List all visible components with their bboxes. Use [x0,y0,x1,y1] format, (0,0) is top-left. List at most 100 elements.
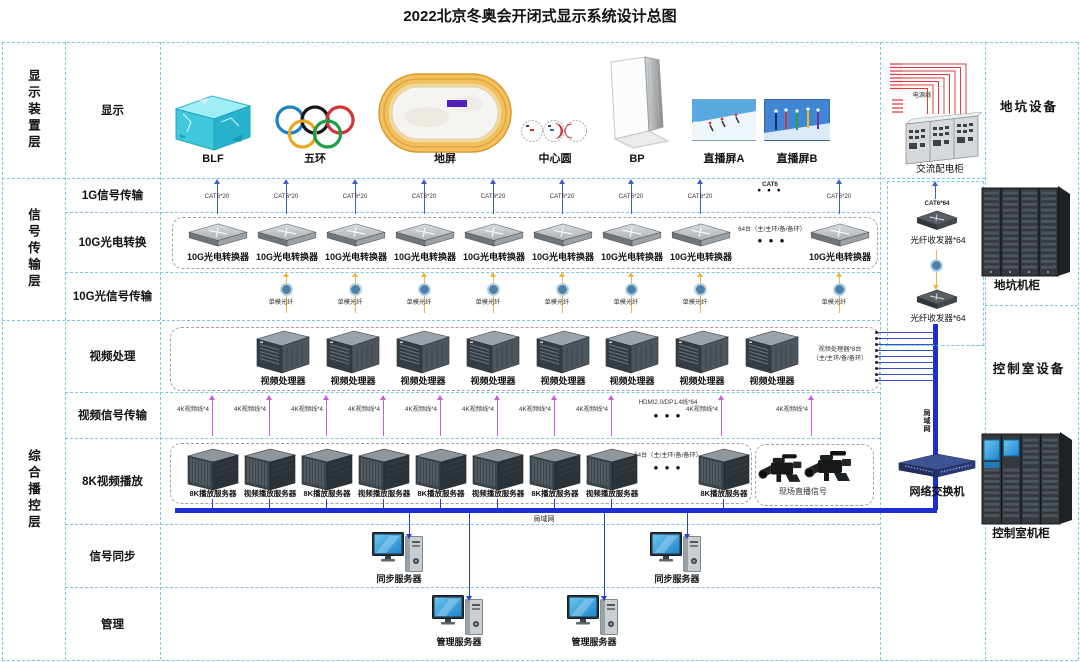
arrow-up-icon [493,395,500,400]
row-label-10g-conv: 10G光电转换 [78,237,147,249]
video-processor-label: 视频处理器 [609,376,655,386]
cat6-cable-label: CAT6*20 [549,193,575,200]
lan-line-dot-icon [875,330,878,334]
processor-count-note-line1: 视频处理器*8台 [818,346,862,353]
playback-server-label: 8K播放服务器 [189,489,237,498]
grid-line [65,524,880,525]
server-lan-line [611,499,612,509]
layer-label-transmission: 信号传输层 [2,178,65,320]
video-processor-label: 视频处理器 [470,376,516,386]
grid-line [1078,42,1079,660]
arrow-down-icon [466,596,472,601]
lan-trunk-label-text: 局域网 [923,409,930,433]
ac-cabinet-icon [904,110,982,168]
playback-server-group-box [170,443,752,504]
fiber-node-icon [835,285,844,294]
arrow-up-icon [208,395,215,400]
server-lan-line [440,499,441,509]
grid-line [160,42,161,660]
fiber-line [562,276,563,313]
4k-cable-line [383,399,384,436]
playback-server-icon [414,446,468,492]
processor-lan-line [878,368,934,369]
network-switch-label: 网络交换机 [909,486,965,498]
server-lan-line [212,499,213,509]
media-converter-icon [463,222,525,248]
fiber-transceiver-icon [916,288,958,310]
4k-cable-label: 4K视频线*4 [462,406,494,413]
cat6-cable-label: CAT6*20 [273,193,299,200]
display-label-rings: 五环 [304,153,326,165]
row-label-management: 管理 [101,618,124,631]
cat6-cable-line [700,184,701,214]
row-label-display: 显示 [101,105,124,117]
media-converter-label: 10G光电转换器 [600,252,663,262]
video-processor-icon [394,329,452,375]
playback-server-icon [528,446,582,492]
sync-server-icon [372,530,426,574]
lan-line-dot-icon [875,378,878,382]
arrow-up-icon [932,181,938,186]
cat6-cable-line [355,184,356,214]
display-label-center: 中心圆 [538,153,572,165]
4k-cable-label: 4K视频线*4 [291,406,323,413]
row-label-video-proc: 视频处理 [89,351,136,363]
playback-server-label: 视频播放服务器 [471,489,525,498]
cat6-uplink-line [935,186,936,199]
control-rack-icon [980,430,1074,526]
video-processor-label: 视频处理器 [330,376,376,386]
cat6-cable-line [631,184,632,214]
video-processor-label: 视频处理器 [749,376,795,386]
cat6-cable-label: CAT6*20 [480,193,506,200]
processor-lan-line [878,380,934,381]
lan-bus-label: 局域网 [533,516,555,523]
4k-cable-label: 4K视频线*4 [576,406,608,413]
4k-cable-label: 4K视频线*4 [776,406,808,413]
cat6-cable-line [286,184,287,214]
processor-lan-line [878,344,934,345]
processor-lan-line [878,356,934,357]
management-server-label: 管理服务器 [436,637,482,647]
sync-server-label: 同步服务器 [376,574,422,584]
media-converter-icon [325,222,387,248]
lan-line-dot-icon [875,360,878,364]
arrow-up-icon [436,395,443,400]
grid-line [2,320,880,321]
arrow-up-icon [489,179,496,184]
arrow-up-icon [379,395,386,400]
media-converter-label: 10G光电转换器 [186,252,249,262]
server-lan-line [269,499,270,509]
cat6-cable-label: CAT6*20 [618,193,644,200]
control-room-equipment-label: 控制室设备 [992,362,1066,376]
display-label-live-a: 直播屏A [703,153,745,165]
media-converter-icon [394,222,456,248]
processor-lan-line [878,350,934,351]
arrow-up-icon [558,272,565,277]
playback-server-icon [471,446,525,492]
playback-server-label: 视频播放服务器 [243,489,297,498]
playback-server-label: 视频播放服务器 [357,489,411,498]
processor-lan-line [878,338,934,339]
4k-cable-line [497,399,498,436]
media-converter-icon [532,222,594,248]
arrow-up-icon [282,272,289,277]
display-label-blf: BLF [202,153,224,165]
4k-cable-line [326,399,327,436]
layer-label-text: 综合播控层 [26,448,40,532]
lan-drop-line [687,513,688,535]
lan-line-dot-icon [875,348,878,352]
olympic-rings-icon [269,102,361,154]
grid-line [2,660,1078,661]
4k-cable-label: 4K视频线*4 [519,406,551,413]
power-wires-icon [890,63,967,114]
fiber-node-icon [420,285,429,294]
cat6-cable-label: CAT6*20 [826,193,852,200]
arrow-up-icon [558,179,565,184]
arrow-down-icon [601,596,607,601]
grid-line [985,305,1078,306]
video-processor-label: 视频处理器 [260,376,306,386]
server-lan-line [326,499,327,509]
arrow-down-icon [684,534,690,539]
fiber-line [493,276,494,313]
lan-trunk-line [933,324,938,510]
